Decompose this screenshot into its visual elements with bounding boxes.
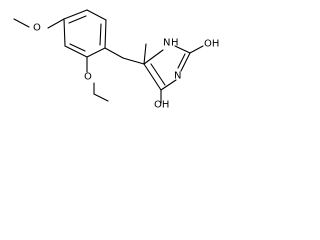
bond-ring-right-inner: [99, 23, 102, 46]
bond-nh-c2: [174, 45, 191, 54]
bond-ring-ch2: [104, 47, 124, 59]
bond-ring-top: [63, 9, 88, 20]
bond-c2-n-inner: [177, 53, 186, 69]
bond-c2-oh: [189, 45, 204, 54]
atom-oxygen-lower: O: [84, 72, 92, 83]
bond-methyl-o-top: [13, 18, 30, 28]
bond-ring-left: [63, 18, 66, 47]
bond-ring-bottom-left-inner: [69, 43, 86, 52]
chemical-structure: O O N H N OH OH: [13, 9, 219, 111]
bond-ring-top-inner: [68, 15, 87, 24]
atom-hydroxyl-top-right: OH: [204, 39, 219, 50]
bond-quaternary-methyl: [143, 43, 147, 65]
atom-oxygen-top-left: O: [33, 23, 41, 34]
bond-ring-top-right: [86, 9, 107, 21]
bond-ring-right: [104, 19, 107, 49]
bond-ring-bottom-left: [64, 45, 88, 58]
atom-hydroxyl-bottom: OH: [154, 100, 169, 111]
atom-nitrogen-top: N: [163, 38, 170, 49]
bond-o-ring-top: [47, 18, 65, 29]
bond-c2-n: [180, 52, 191, 72]
bond-quaternary-nh: [143, 49, 164, 65]
bond-ring-bottom-right: [86, 47, 106, 58]
bond-ch2-quaternary: [122, 57, 145, 65]
bond-o-lower-methyl-2: [93, 93, 109, 102]
atom-nitrogen-right: N: [174, 71, 181, 82]
atom-hydrogen-top: H: [171, 38, 179, 49]
bond-c4-c5-inner: [150, 63, 166, 86]
bond-n-c4: [160, 79, 177, 91]
bond-c4-c5: [143, 63, 162, 91]
